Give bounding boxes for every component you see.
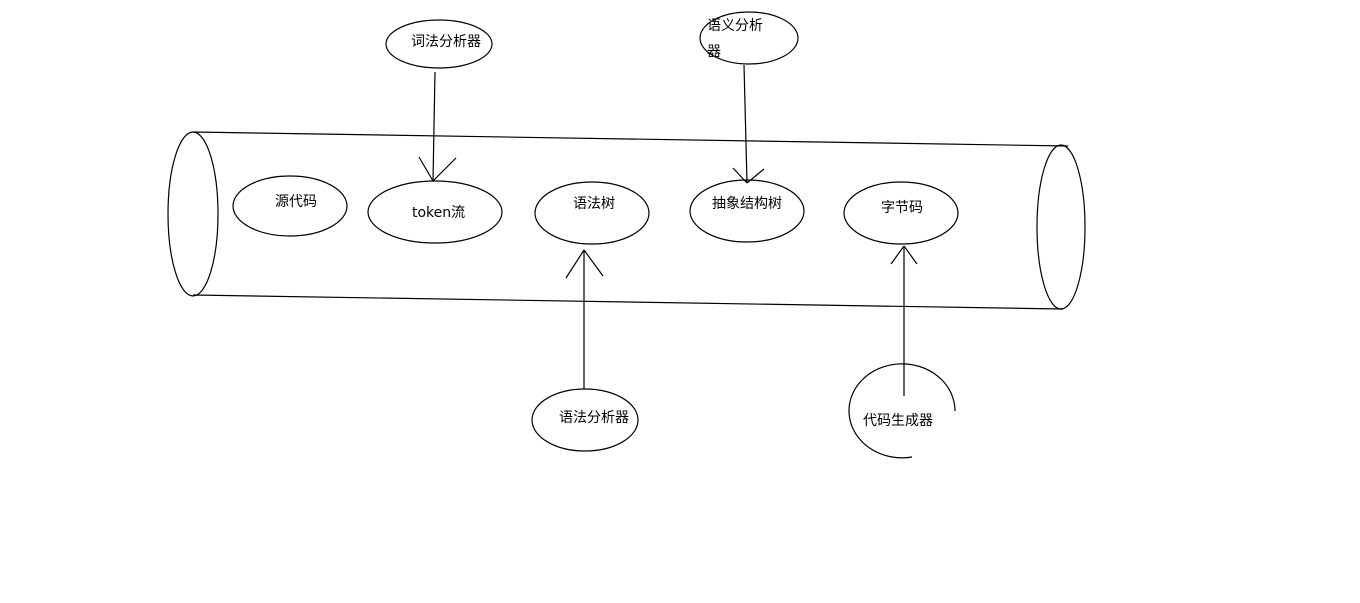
node-tokens-label: token流 bbox=[412, 205, 465, 221]
pipe-bottom-edge bbox=[192, 294, 1064, 310]
processor-parser: 语法分析器 bbox=[531, 388, 639, 452]
pipe-top-edge bbox=[192, 131, 1069, 147]
node-bytecode: 字节码 bbox=[843, 181, 959, 245]
processor-codegen-label: 代码生成器 bbox=[863, 413, 933, 429]
node-syntax-tree: 语法树 bbox=[534, 181, 650, 245]
node-syntax-tree-label: 语法树 bbox=[573, 196, 615, 212]
processor-lexer: 词法分析器 bbox=[385, 19, 493, 69]
arrow-parser-to-syntax-tree bbox=[565, 249, 604, 389]
pipe-left-end bbox=[167, 131, 219, 297]
pipe-right-end bbox=[1036, 144, 1086, 310]
node-source: 源代码 bbox=[232, 175, 348, 237]
processor-parser-label: 语法分析器 bbox=[559, 410, 629, 426]
processor-semantic: 语义分析 器 bbox=[699, 11, 799, 65]
arrow-codegen-to-bytecode bbox=[890, 245, 918, 396]
node-tokens: token流 bbox=[367, 180, 503, 244]
node-bytecode-label: 字节码 bbox=[881, 200, 923, 216]
node-ast: 抽象结构树 bbox=[689, 179, 805, 243]
processor-codegen: 代码生成器 bbox=[848, 363, 956, 459]
processor-semantic-label-line1: 语义分析 bbox=[707, 18, 763, 34]
arrow-lexer-to-tokens bbox=[418, 71, 457, 182]
node-ast-label: 抽象结构树 bbox=[712, 196, 782, 212]
processor-semantic-label-line2: 器 bbox=[707, 44, 721, 60]
processor-lexer-label: 词法分析器 bbox=[411, 34, 481, 50]
pipe bbox=[167, 131, 1086, 310]
node-source-label: 源代码 bbox=[275, 194, 317, 210]
arrow-semantic-to-ast bbox=[732, 64, 765, 184]
